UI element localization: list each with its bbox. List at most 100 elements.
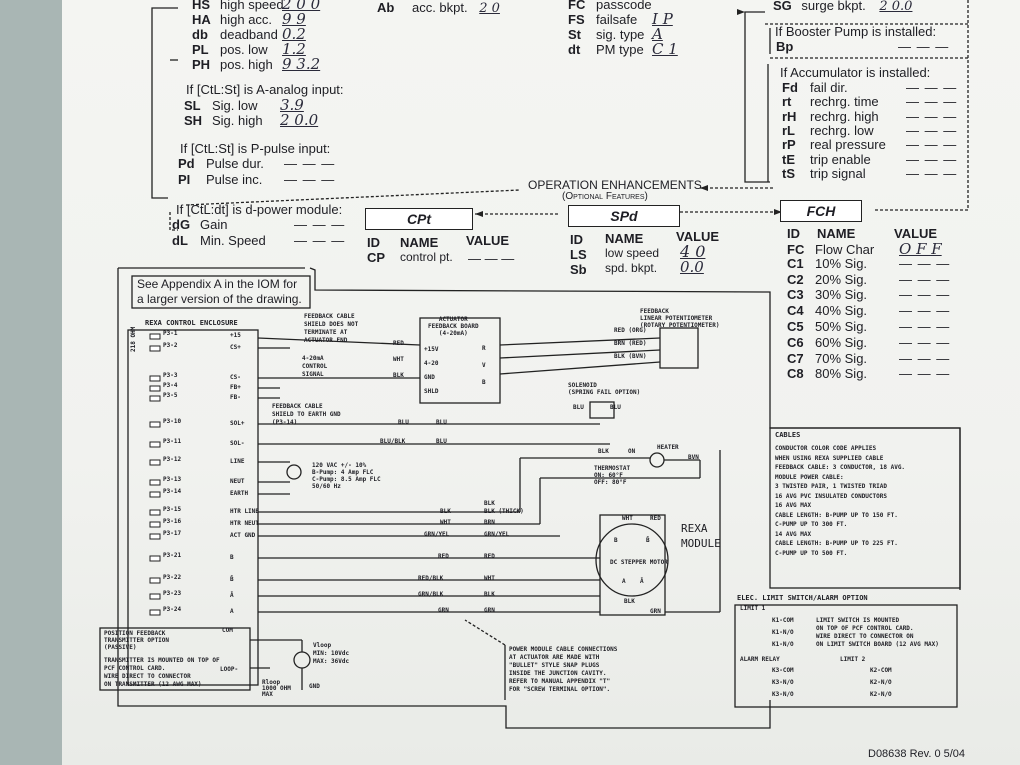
motor-wire-red: RED [650,515,661,522]
terminal-pin: P3-21 [163,552,182,559]
param-id: HS [192,0,211,12]
wire-grn-2: GRN [484,607,495,614]
cpt-col-id: ID [367,235,380,250]
param-id: Bp [776,39,794,54]
fch-row-value: — — — [899,350,951,366]
param-value: C 1 [652,40,678,58]
param-id: rP [782,137,796,153]
pm-note-line: POWER MODULE CABLE CONNECTIONS [509,646,618,653]
param-id: FC [568,0,586,12]
motor-wire-blk: BLK [624,598,635,605]
terminal-label: FB- [230,394,241,401]
cables-lines-line: MODULE POWER CABLE: [775,473,844,481]
thermo-line: OFF: 80°F [594,479,627,486]
param-value: — — — [294,233,346,248]
param-name: rechrg. time [810,94,879,110]
spd-row2-id: Sb [570,262,587,277]
param-name: passcode [596,0,652,12]
terminal-pin: P3-1 [163,330,178,337]
power-note-line: C-Pump: 8.5 Amp FLC [312,476,381,483]
vloop-line: Vloop [313,642,332,649]
cpt-col-name: NAME [400,235,439,250]
fch-row-name: Flow Char [815,242,875,257]
cpt-col-value: VALUE [466,233,510,248]
wire-grnyel-1: GRN/YEL [424,531,450,538]
param-id: rL [782,122,795,138]
param-id: Fd [782,80,798,95]
terminal-label: Ā [230,592,234,599]
power-header: If [CtL:dt] is d-power module: [176,202,343,217]
wire-grnyel-2: GRN/YEL [484,531,510,538]
param-value: — — — [906,151,958,167]
param-name: real pressure [810,137,886,153]
param-value: — — — [284,156,336,171]
act-title-line: (4-20mA) [438,330,468,337]
fch-row-id: C8 [787,366,804,382]
fch-row-name: 30% Sig. [815,287,868,303]
param-value: — — — [898,39,950,54]
terminal-label: EARTH [230,490,249,497]
wire-blk-3: BLK [484,591,495,598]
param-id: dG [172,217,191,232]
fch-col-value: VALUE [894,226,938,241]
motor-pin-bbar: B̄ [646,537,650,544]
terminal-pin: P3-5 [163,392,178,399]
spd-row1-name: low speed [605,246,660,260]
vloop-line: MIN: 10Vdc [313,650,350,657]
param-name: rechrg. high [810,108,879,124]
fch-col-name: NAME [817,226,856,241]
rloop-line: Rloop [262,679,281,686]
trans-note-line: WIRE DIRECT TO CONNECTOR [104,673,191,680]
spd-col-id: ID [570,232,583,247]
fch-row-name: 40% Sig. [815,303,868,319]
limit1-label: LIMIT 1 [740,605,766,612]
fch-row-value: — — — [899,271,951,287]
param-value: 3.9 [280,96,304,114]
limit-note-line: ON LIMIT SWITCH BOARD (12 AVG MAX) [816,641,939,648]
param-id: db [192,27,208,42]
terminal-label: +15 [230,332,241,339]
wire-blu-sol-1: BLU [573,404,584,411]
act-left-line: 4-20 [424,360,439,367]
surge-row: SG surge bkpt. 2 0.0 [773,0,912,14]
solenoid-label: SOLENOID(SPRING FAIL OPTION) [568,382,640,396]
wire-blk-1: BLK [393,372,404,379]
fch-row-value: — — — [899,366,951,382]
power-note-line: 120 VAC +/- 10% [312,462,367,469]
limit-note-line: WIRE DIRECT TO CONNECTOR ON [816,633,914,640]
terminal-label: CS- [230,374,241,381]
wire-wht-1: WHT [393,356,404,363]
spd-row1-value: 4 0 [680,242,706,261]
shield-note-line: SHIELD DOES NOT [304,321,359,328]
param-name: rechrg. low [810,122,874,138]
alarm-terms-line: K3-N/O [772,691,794,698]
param-value: — — — [906,108,958,124]
fch-row-id: C3 [787,287,804,303]
wire-wht-3: WHT [484,575,495,582]
terminal-label: B [230,554,234,561]
motor-wire-grn: GRN [650,608,661,615]
pm-note-line: INSIDE THE JUNCTION CAVITY. [509,670,607,677]
shield-note-line: FEEDBACK CABLE [304,313,355,320]
signal-note-line: 4-20mA [302,355,324,362]
terminal-label: LINE [230,458,245,465]
shield-earth-line: (P3-14) [272,419,298,426]
trans-note-line: ON TRANSMITTER (12 AWG MAX) [104,681,202,688]
fch-row-name: 10% Sig. [815,255,868,271]
wire-wht-2: WHT [440,519,451,526]
heater-label: HEATER [657,444,679,451]
fch-row-id: C7 [787,350,804,366]
